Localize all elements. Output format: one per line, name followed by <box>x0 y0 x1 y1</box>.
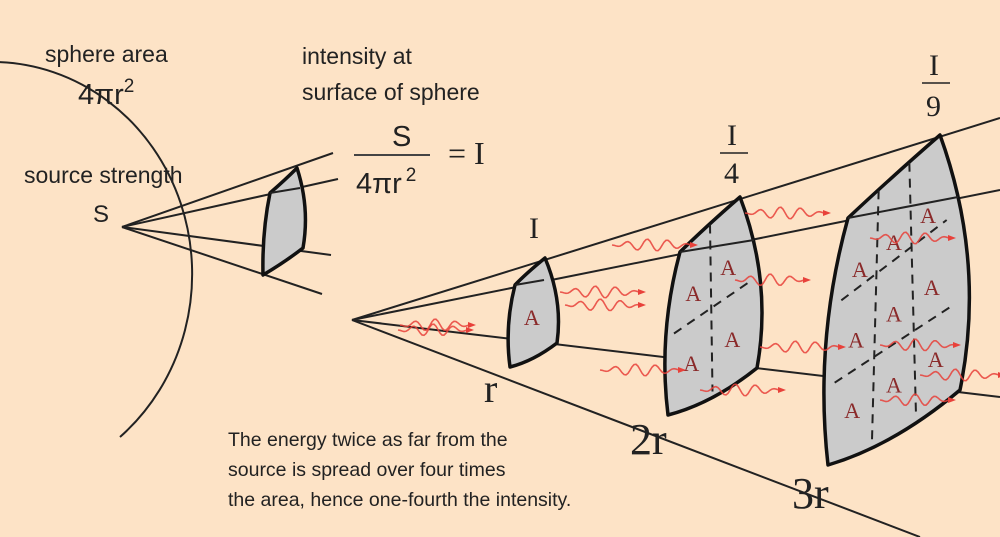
wave-arrow <box>734 273 811 287</box>
grid-dash <box>834 304 954 384</box>
arrowhead-icon <box>948 235 956 241</box>
area-label: A <box>852 257 868 282</box>
wave-arrow <box>611 238 698 252</box>
area-label: A <box>844 398 860 423</box>
wave-arrow <box>599 363 686 377</box>
wave-arrow <box>564 298 646 312</box>
area-label: A <box>886 301 902 326</box>
wave <box>919 368 1000 382</box>
wave <box>699 383 781 397</box>
wave <box>869 231 951 245</box>
arrowhead-icon <box>638 302 646 308</box>
wave <box>879 338 955 352</box>
distance-2r: 2r <box>630 415 667 464</box>
sphere-arc <box>0 61 194 438</box>
arrowhead-icon <box>778 387 786 393</box>
arrowhead-icon <box>823 210 831 216</box>
grid-dash <box>871 190 880 441</box>
arrowhead-icon <box>638 289 646 295</box>
wave <box>564 298 640 312</box>
patch-outline <box>506 256 561 369</box>
ray <box>847 196 959 219</box>
wave-arrow <box>744 206 831 220</box>
ray <box>351 319 921 537</box>
arrowhead-icon <box>838 344 846 350</box>
intensity-label-line1: intensity at <box>302 43 413 69</box>
arrowhead-icon <box>468 322 476 328</box>
wave <box>611 238 693 252</box>
intensity-2-denominator: 4 <box>724 157 739 190</box>
wave-arrow <box>879 338 961 352</box>
wave <box>559 285 641 299</box>
equals-intensity: = I <box>448 135 485 171</box>
wave-arrow <box>759 340 846 354</box>
wave-arrow <box>559 285 646 299</box>
arrowhead-icon <box>678 367 686 373</box>
wave-arrow <box>399 318 476 332</box>
wave <box>397 323 469 337</box>
area-label: A <box>924 275 940 300</box>
area-label: A <box>886 372 902 397</box>
area-label: A <box>724 327 740 352</box>
wave-arrow <box>879 393 956 407</box>
distance-3r: 3r <box>792 469 829 518</box>
grid-dash <box>908 162 917 416</box>
grid-dash <box>840 219 948 302</box>
fraction-numerator: S <box>392 121 411 153</box>
intensity-2-numerator: I <box>727 119 737 152</box>
grid-dash <box>709 224 714 392</box>
arrowhead-icon <box>948 397 956 403</box>
wave-arrow <box>699 383 786 397</box>
area-label: A <box>928 347 944 372</box>
area-label: A <box>920 203 936 228</box>
caption-line: the area, hence one-fourth the intensity… <box>228 489 571 511</box>
intensity-label-line2: surface of sphere <box>302 79 480 105</box>
area-label: A <box>683 351 699 376</box>
area-label: A <box>848 328 864 353</box>
arrowhead-icon <box>690 242 698 248</box>
sphere-patch <box>261 166 308 277</box>
wave-arrow <box>397 323 474 337</box>
wave <box>744 206 826 220</box>
sphere-area-formula: 4πr2 <box>78 76 134 111</box>
ray <box>121 226 323 295</box>
ray <box>514 279 545 286</box>
left-cone <box>121 152 339 295</box>
intensity-1: I <box>529 212 539 245</box>
caption-line: source is spread over four times <box>228 459 506 481</box>
area-label: A <box>720 255 736 280</box>
ray <box>351 117 1000 321</box>
sphere-area-label: sphere area <box>45 41 168 67</box>
source-symbol: S <box>93 201 109 228</box>
ray <box>679 239 755 253</box>
ray <box>269 187 301 194</box>
wave-arrow <box>869 231 956 245</box>
arrowhead-icon <box>953 342 961 348</box>
area-label: A <box>685 281 701 306</box>
arrowhead-icon <box>466 327 474 333</box>
wave <box>734 273 806 287</box>
wave <box>879 393 951 407</box>
distance-r: r <box>484 366 497 411</box>
area-label: A <box>524 305 540 330</box>
caption-line: The energy twice as far from the <box>228 429 508 451</box>
arrowhead-icon <box>803 277 811 283</box>
intensity-3-denominator: 9 <box>926 90 941 123</box>
area-patch: A <box>506 256 561 369</box>
wave <box>599 363 681 377</box>
patch-outline <box>822 133 972 467</box>
wave <box>399 318 471 332</box>
source-strength-label: source strength <box>24 162 183 188</box>
wave <box>759 340 841 354</box>
intensity-3-numerator: I <box>929 49 939 82</box>
ray <box>121 152 334 228</box>
